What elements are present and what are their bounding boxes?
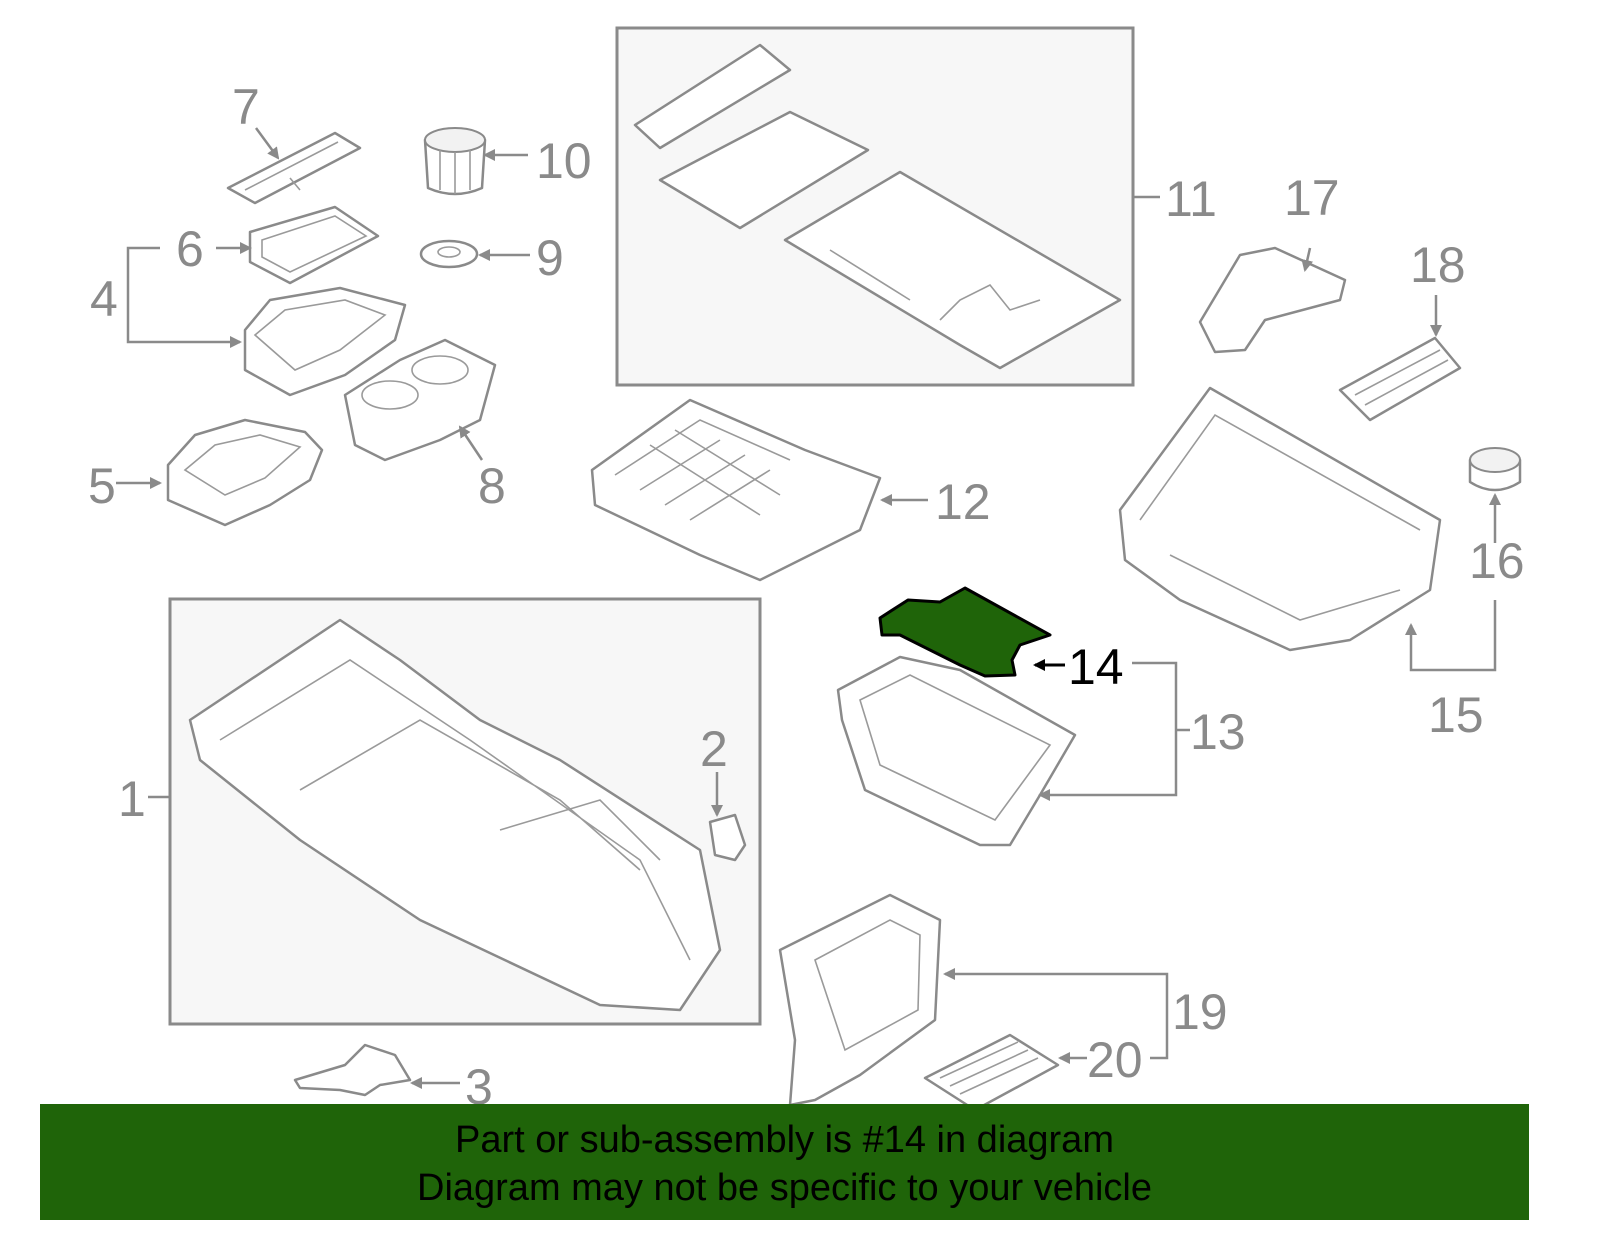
callout-15: 15 — [1428, 687, 1484, 743]
callout-10: 10 — [536, 133, 592, 189]
callout-7: 7 — [232, 79, 260, 135]
callout-19: 19 — [1172, 984, 1228, 1040]
callout-6: 6 — [176, 221, 204, 277]
part-10-cup[interactable] — [423, 127, 487, 196]
callout-13: 13 — [1190, 704, 1246, 760]
part-17-cover[interactable] — [1198, 246, 1347, 354]
callout-4: 4 — [90, 271, 118, 327]
part-19-vent-panel[interactable] — [778, 893, 942, 1107]
banner-line-2: Diagram may not be specific to your vehi… — [417, 1167, 1152, 1209]
callout-2: 2 — [700, 721, 728, 777]
callout-9: 9 — [536, 230, 564, 286]
part-15-armrest[interactable] — [1118, 386, 1442, 652]
callout-5: 5 — [88, 458, 116, 514]
callout-18: 18 — [1410, 237, 1466, 293]
part-2-clip[interactable] — [708, 813, 747, 862]
part-12-frame[interactable] — [590, 398, 882, 582]
info-banner: Part or sub-assembly is #14 in diagram D… — [40, 1104, 1529, 1220]
leader-lines — [116, 127, 1501, 1089]
callout-16: 16 — [1469, 533, 1525, 589]
callout-17: 17 — [1284, 170, 1340, 226]
part-7-pad[interactable] — [226, 131, 362, 205]
part-16-ring[interactable] — [1468, 447, 1522, 492]
part-11-trim[interactable] — [633, 43, 1122, 370]
part-9-washer[interactable] — [419, 239, 479, 269]
part-1-console[interactable] — [188, 618, 722, 1012]
part-8-cupholder[interactable] — [343, 338, 497, 462]
callout-1: 1 — [118, 771, 146, 827]
part-6-mat[interactable] — [248, 205, 380, 285]
part-18-grille[interactable] — [1338, 336, 1462, 422]
part-3-bracket[interactable] — [293, 1043, 412, 1097]
part-5-tray[interactable] — [166, 418, 324, 527]
part-14-mat-highlighted[interactable] — [878, 586, 1052, 678]
callout-8: 8 — [478, 458, 506, 514]
part-13-bin[interactable] — [836, 655, 1077, 847]
banner-line-1: Part or sub-assembly is #14 in diagram — [455, 1119, 1114, 1161]
part-4-tray[interactable] — [243, 286, 407, 397]
callout-12: 12 — [935, 474, 991, 530]
callout-11: 11 — [1165, 171, 1217, 227]
part-20-grille[interactable] — [923, 1033, 1060, 1112]
callout-14: 14 — [1068, 639, 1124, 695]
callout-20: 20 — [1087, 1032, 1143, 1088]
